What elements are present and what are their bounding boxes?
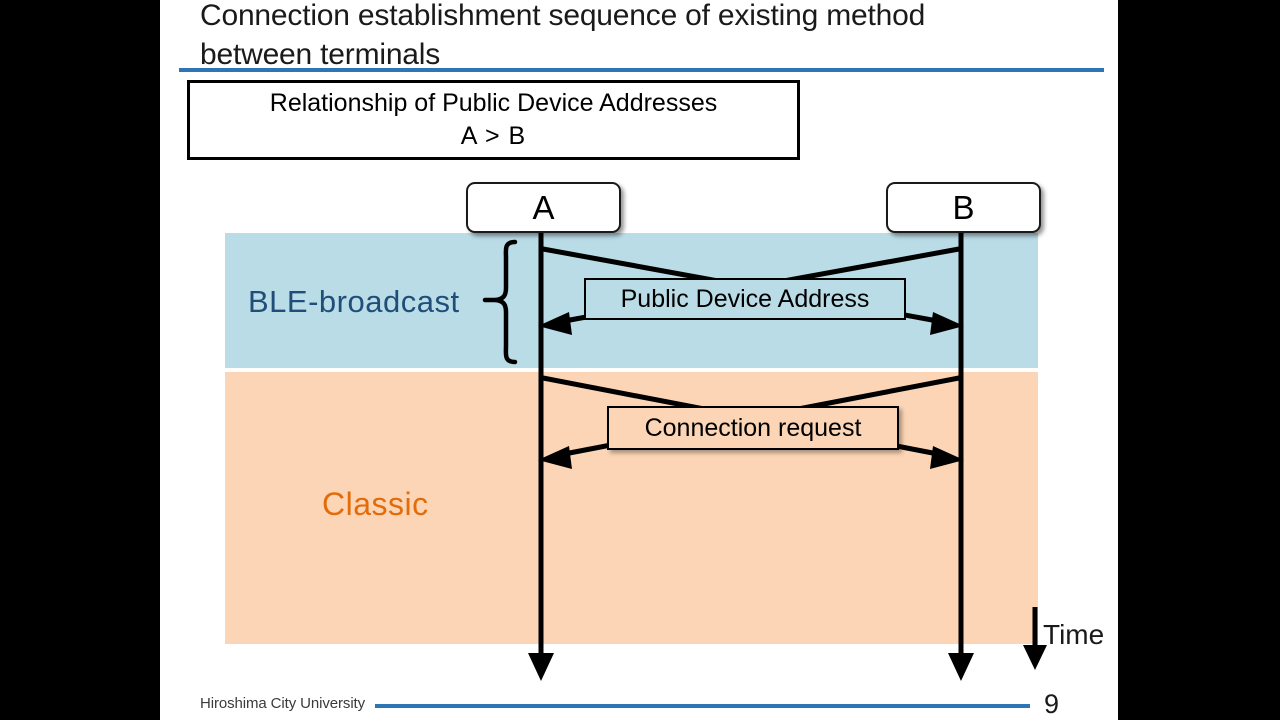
letterbox-right — [1118, 0, 1280, 720]
lifeline-node-b: B — [886, 182, 1041, 233]
relationship-line-2: A > B — [460, 122, 527, 150]
lifeline-node-a: A — [466, 182, 621, 233]
page-number: 9 — [1044, 689, 1060, 719]
relationship-note-box: Relationship of Public Device Addresses … — [187, 80, 800, 160]
message-label-public-device-address: Public Device Address — [584, 278, 906, 320]
footer-divider — [375, 704, 1030, 708]
page-title: Connection establishment sequence of exi… — [200, 0, 926, 71]
letterbox-left — [0, 0, 160, 720]
lifeline-end-arrow-a — [528, 653, 554, 681]
title-divider — [179, 68, 1104, 72]
time-axis-label: Time — [1043, 619, 1105, 650]
section-label-classic: Classic — [322, 486, 429, 522]
footer-organization: Hiroshima City University — [200, 695, 366, 712]
message-label-connection-request: Connection request — [607, 406, 899, 450]
section-label-ble-broadcast: BLE-broadcast — [248, 284, 460, 319]
slide-canvas: Connection establishment sequence of exi… — [160, 0, 1118, 720]
lifeline-end-arrow-b — [948, 653, 974, 681]
relationship-line-1: Relationship of Public Device Addresses — [269, 89, 718, 117]
